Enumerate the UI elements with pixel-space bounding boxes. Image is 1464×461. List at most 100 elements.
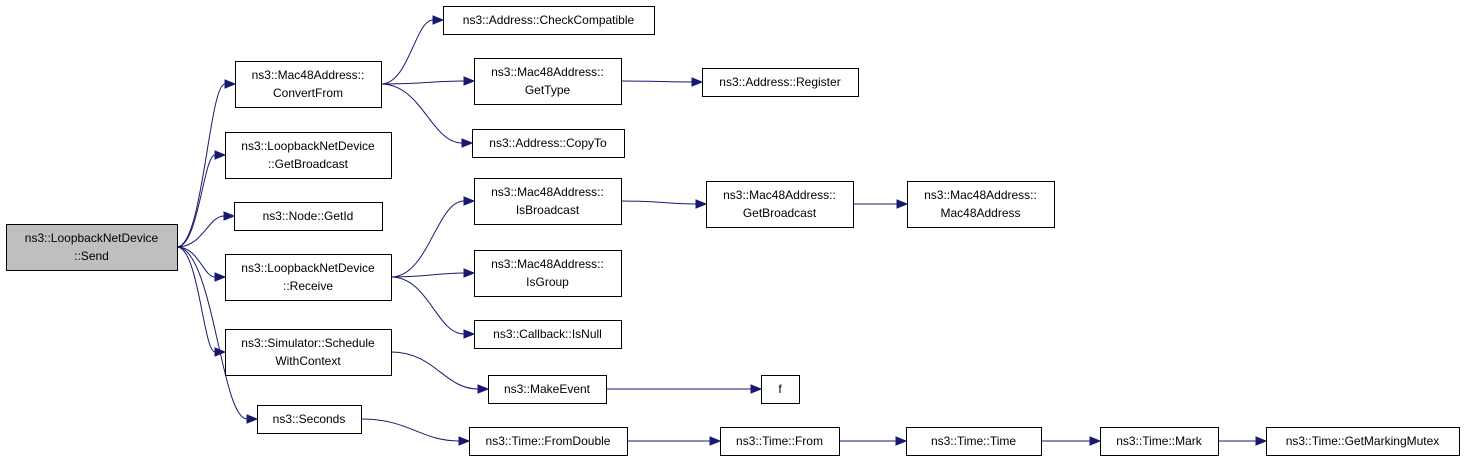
node-nodeGetId[interactable]: ns3::Node::GetId: [234, 202, 383, 231]
node-macGetBroadcast[interactable]: ns3::Mac48Address::GetBroadcast: [706, 181, 854, 228]
node-box: [1100, 427, 1219, 456]
node-box: [488, 375, 607, 404]
edge-line: [176, 215, 225, 248]
call-edge-macGetType-to-addrRegister: [620, 77, 704, 87]
node-label-line: IsGroup: [526, 275, 569, 289]
call-edge-send-to-nodeGetId: [176, 211, 236, 248]
arrowhead-icon: [461, 138, 474, 148]
node-fromDouble[interactable]: ns3::Time::FromDouble: [469, 427, 628, 456]
node-label-line: ns3::Mac48Address::: [491, 257, 604, 271]
node-label-line: ns3::Address::Register: [719, 75, 840, 89]
node-box: [907, 181, 1055, 228]
arrowhead-icon: [246, 414, 259, 424]
node-label-line: ns3::Callback::IsNull: [493, 327, 602, 341]
node-isNull[interactable]: ns3::Callback::IsNull: [474, 320, 622, 349]
node-label-line: ns3::MakeEvent: [504, 382, 591, 396]
node-box: [225, 132, 392, 179]
call-edge-lbReceive-to-isNull: [390, 276, 476, 339]
node-lbReceive[interactable]: ns3::LoopbackNetDevice::Receive: [225, 254, 392, 301]
node-addrRegister[interactable]: ns3::Address::Register: [702, 68, 859, 97]
arrowhead-icon: [463, 329, 476, 339]
node-label-line: ns3::Mac48Address::: [491, 65, 604, 79]
node-seconds[interactable]: ns3::Seconds: [257, 405, 362, 434]
arrowhead-icon: [895, 436, 908, 446]
edge-line: [176, 83, 226, 248]
arrowhead-icon: [750, 384, 763, 394]
edge-line: [380, 80, 465, 85]
edge-line: [620, 80, 693, 83]
node-box: [257, 405, 362, 434]
call-edge-convertFrom-to-addrCopyTo: [380, 83, 474, 148]
node-macGetType[interactable]: ns3::Mac48Address::GetType: [474, 58, 622, 105]
node-timeFrom[interactable]: ns3::Time::From: [720, 427, 840, 456]
node-label-line: ns3::Address::CheckCompatible: [463, 13, 635, 27]
node-label-line: ns3::LoopbackNetDevice: [241, 139, 375, 153]
call-edge-timeFrom-to-timeTime: [839, 436, 908, 446]
edge-line: [620, 200, 697, 205]
call-edge-isBroadcast-to-macGetBroadcast: [620, 199, 708, 209]
node-label-line: ns3::Mac48Address::: [252, 68, 365, 82]
edge-line: [360, 418, 460, 442]
node-timeMark[interactable]: ns3::Time::Mark: [1100, 427, 1219, 456]
arrowhead-icon: [224, 79, 237, 89]
node-label-line: ::Send: [74, 249, 109, 263]
node-lbGetBroadcast[interactable]: ns3::LoopbackNetDevice::GetBroadcast: [225, 132, 392, 179]
node-isGroup[interactable]: ns3::Mac48Address::IsGroup: [474, 250, 622, 297]
arrowhead-icon: [477, 384, 490, 394]
node-box: [225, 329, 392, 376]
node-box: [1266, 427, 1460, 456]
node-label-line: ns3::Mac48Address::: [723, 188, 836, 202]
edge-line: [176, 246, 248, 420]
edge-line: [380, 83, 463, 144]
call-edge-lbReceive-to-isBroadcast: [390, 196, 476, 278]
node-label-line: ns3::Time::From: [736, 434, 823, 448]
node-label-line: ns3::Time::Mark: [1116, 434, 1203, 448]
call-edge-scheduleWithContext-to-makeEvent: [390, 351, 490, 394]
call-edge-makeEvent-to-f: [606, 384, 763, 394]
node-label-line: ns3::LoopbackNetDevice: [241, 261, 375, 275]
node-box: [469, 427, 628, 456]
arrowhead-icon: [1089, 436, 1102, 446]
node-getMarkingMutex[interactable]: ns3::Time::GetMarkingMutex: [1266, 427, 1460, 456]
node-f[interactable]: f: [761, 375, 800, 404]
node-checkCompatible[interactable]: ns3::Address::CheckCompatible: [443, 6, 655, 35]
node-label-line: GetBroadcast: [743, 206, 817, 220]
node-send[interactable]: ns3::LoopbackNetDevice::Send: [6, 224, 178, 271]
node-mac48Ctor[interactable]: ns3::Mac48Address::Mac48Address: [907, 181, 1055, 228]
node-timeTime[interactable]: ns3::Time::Time: [906, 427, 1042, 456]
call-edge-fromDouble-to-timeFrom: [627, 436, 722, 446]
call-edge-send-to-lbGetBroadcast: [176, 150, 227, 248]
call-edge-convertFrom-to-macGetType: [380, 76, 476, 86]
node-box: [906, 427, 1042, 456]
call-edge-convertFrom-to-checkCompatible: [380, 15, 445, 85]
call-edge-send-to-seconds: [176, 246, 259, 424]
node-addrCopyTo[interactable]: ns3::Address::CopyTo: [472, 129, 625, 158]
arrowhead-icon: [709, 436, 722, 446]
edge-line: [390, 200, 465, 278]
call-edge-seconds-to-fromDouble: [360, 418, 471, 446]
node-isBroadcast[interactable]: ns3::Mac48Address::IsBroadcast: [474, 178, 622, 225]
call-edge-timeTime-to-timeMark: [1041, 436, 1102, 446]
node-makeEvent[interactable]: ns3::MakeEvent: [488, 375, 607, 404]
node-label-line: Mac48Address: [940, 206, 1020, 220]
node-box: [706, 181, 854, 228]
node-box: [720, 427, 840, 456]
arrowhead-icon: [463, 196, 476, 206]
node-label-line: ConvertFrom: [273, 86, 343, 100]
arrowhead-icon: [463, 268, 476, 278]
arrowhead-icon: [1255, 436, 1268, 446]
node-label-line: ns3::Node::GetId: [263, 209, 354, 223]
node-box: [761, 375, 800, 404]
node-box: [702, 68, 859, 97]
node-box: [225, 254, 392, 301]
node-box: [474, 58, 622, 105]
edge-line: [176, 246, 216, 353]
node-convertFrom[interactable]: ns3::Mac48Address::ConvertFrom: [235, 61, 382, 108]
node-box: [474, 178, 622, 225]
edge-line: [176, 246, 216, 278]
call-edge-macGetBroadcast-to-mac48Ctor: [853, 199, 909, 209]
call-edge-timeMark-to-getMarkingMutex: [1218, 436, 1268, 446]
node-box: [472, 129, 625, 158]
edge-line: [176, 154, 216, 248]
